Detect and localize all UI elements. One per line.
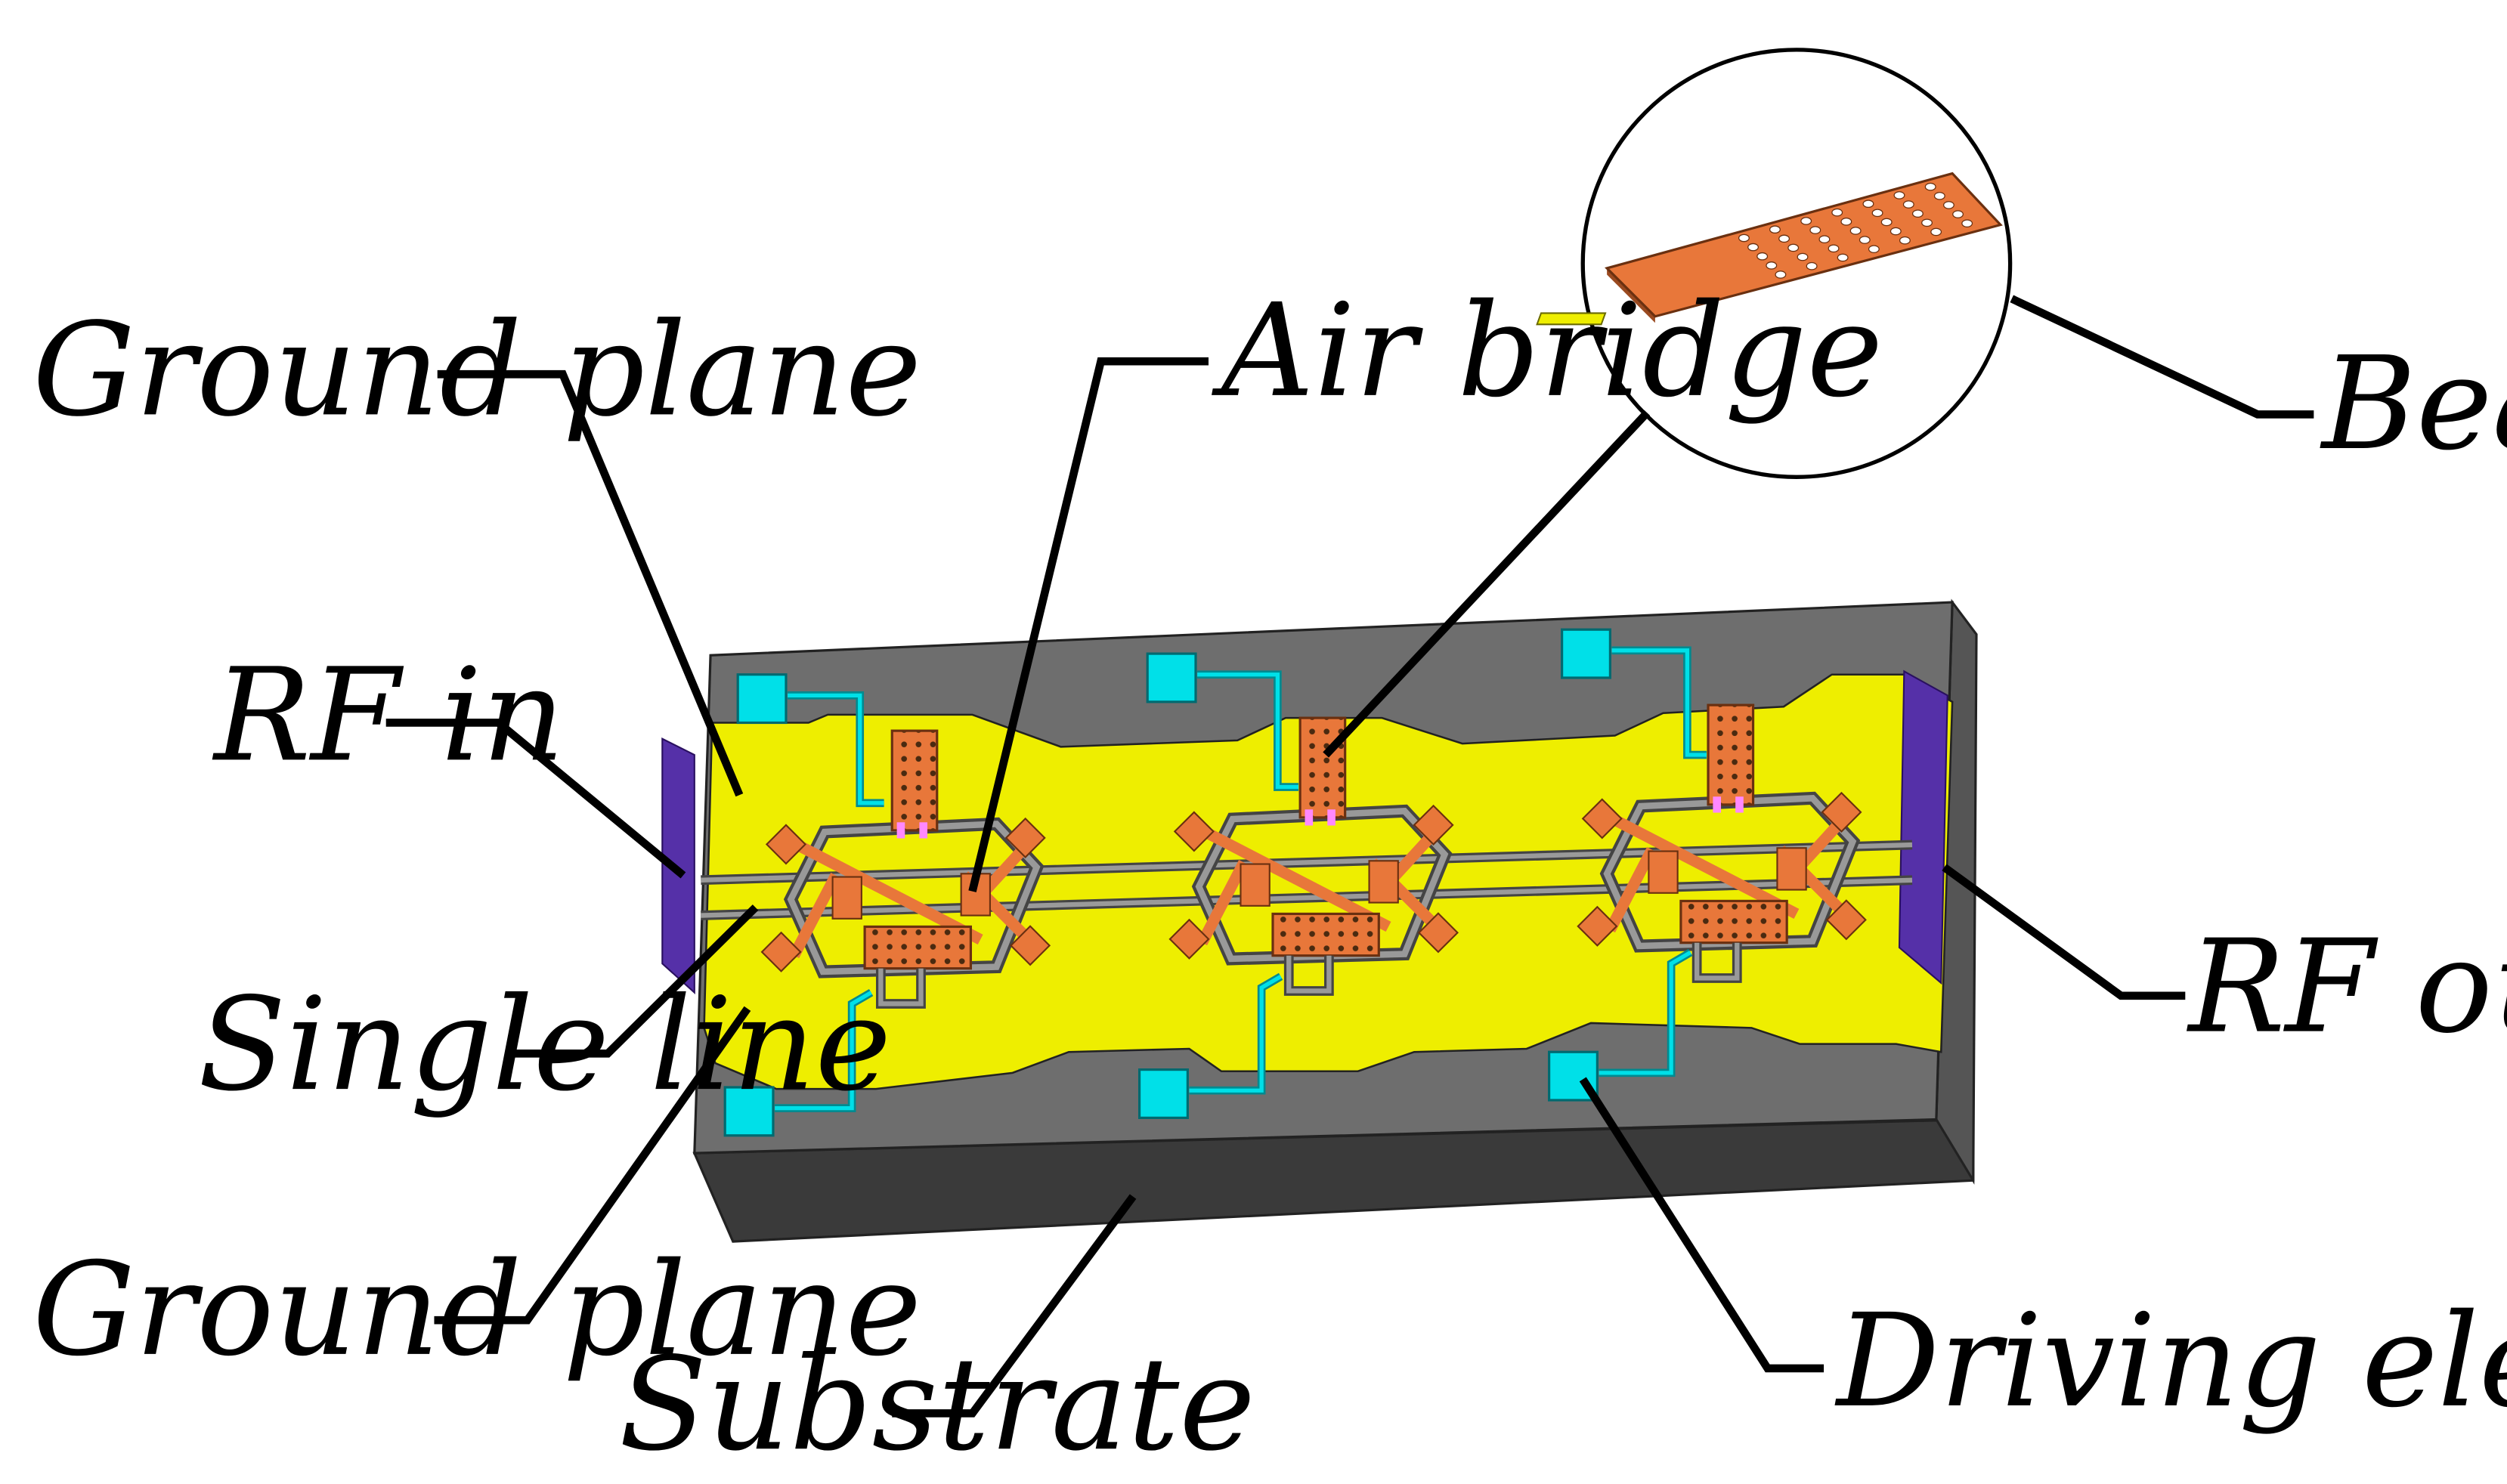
rf-in-port bbox=[661, 737, 695, 994]
beam-hole bbox=[1859, 236, 1871, 244]
beam-hole bbox=[1921, 218, 1933, 227]
beam-hole bbox=[1831, 208, 1843, 217]
driving-electrode-pad bbox=[736, 673, 884, 808]
label-substrate: Substrate bbox=[619, 1330, 1255, 1479]
beam-hole bbox=[1902, 200, 1914, 209]
beam-hole bbox=[1818, 235, 1831, 244]
beam-hole bbox=[1756, 252, 1769, 261]
beam-hole bbox=[1809, 226, 1821, 234]
beam-hole bbox=[1924, 182, 1936, 191]
leader-ground-plane-bottom bbox=[434, 1006, 751, 1325]
ground-plane bbox=[703, 673, 1954, 1090]
beam-hole bbox=[1747, 243, 1759, 252]
beam-hole bbox=[1899, 236, 1911, 245]
leader-rf-in bbox=[385, 719, 686, 879]
beam-hole bbox=[1880, 218, 1893, 227]
beam-hole bbox=[1778, 234, 1790, 243]
leader-lines bbox=[385, 295, 2314, 1418]
beam-hole bbox=[1787, 243, 1800, 252]
beam-hole bbox=[1930, 227, 1942, 237]
switch-cell-2 bbox=[1168, 716, 1459, 996]
driving-electrode-pad bbox=[723, 988, 874, 1137]
beam-inset bbox=[1536, 48, 2013, 479]
beam-anchor bbox=[1536, 312, 1607, 326]
beam-hole bbox=[1871, 209, 1883, 218]
beam-hole bbox=[1837, 253, 1849, 262]
driving-electrode-pad bbox=[1548, 948, 1693, 1102]
beam-hole bbox=[1840, 218, 1852, 226]
switch-cell-3 bbox=[1577, 703, 1867, 983]
beam-plate bbox=[1605, 172, 2003, 318]
rf-out-port bbox=[1898, 669, 1948, 985]
beam-hole bbox=[1775, 271, 1787, 279]
beam-hole bbox=[1942, 201, 1955, 209]
leader-beam bbox=[2010, 295, 2314, 419]
driving-electrodes bbox=[723, 628, 1707, 1137]
leader-substrate bbox=[892, 1194, 1137, 1418]
driving-electrode-pad bbox=[1137, 972, 1283, 1119]
leader-ground-plane-top bbox=[437, 369, 744, 797]
signal-lines bbox=[701, 839, 1913, 920]
beam-release-holes bbox=[1738, 182, 1973, 279]
label-ground-plane-top: Ground plane bbox=[32, 295, 921, 445]
label-driving-electrode: Driving electrode bbox=[1834, 1287, 2507, 1436]
beam-hole bbox=[1868, 245, 1880, 253]
beam-hole bbox=[1828, 244, 1840, 253]
beam-hole bbox=[1933, 192, 1945, 200]
beam-hole bbox=[1862, 199, 1874, 209]
beam-hole bbox=[1952, 210, 1964, 218]
beam-hole bbox=[1797, 252, 1809, 261]
beam-hole bbox=[1800, 217, 1812, 225]
beam-hole bbox=[1890, 227, 1902, 236]
beam-hole bbox=[1849, 227, 1862, 235]
label-rf-out: RF out bbox=[2187, 913, 2507, 1062]
driving-electrode-pad bbox=[1561, 628, 1707, 759]
beam-hole bbox=[1893, 191, 1905, 199]
leader-single-line bbox=[514, 904, 759, 1058]
label-beam: Beam bbox=[2320, 329, 2507, 479]
leader-air-bridge bbox=[968, 357, 1209, 892]
label-rf-in: RF in bbox=[212, 641, 565, 790]
label-air-bridge: Air bridge bbox=[1212, 277, 1883, 426]
label-ground-plane-bottom: Ground plane bbox=[32, 1235, 921, 1385]
leader-beam-inset bbox=[1323, 410, 1651, 758]
leader-driving-electrode bbox=[1579, 1077, 1825, 1373]
beam-hole bbox=[1806, 261, 1818, 271]
beam-hole bbox=[1911, 209, 1924, 218]
beam-hole bbox=[1738, 233, 1750, 243]
driving-electrode-pad bbox=[1146, 652, 1299, 791]
beam-hole bbox=[1961, 219, 1973, 227]
switch-cell-1 bbox=[760, 729, 1051, 1009]
label-single-line: Single line bbox=[198, 970, 891, 1120]
beam-hole bbox=[1769, 225, 1781, 234]
beam-hole bbox=[1766, 261, 1778, 270]
leader-rf-out bbox=[1942, 864, 2186, 1000]
